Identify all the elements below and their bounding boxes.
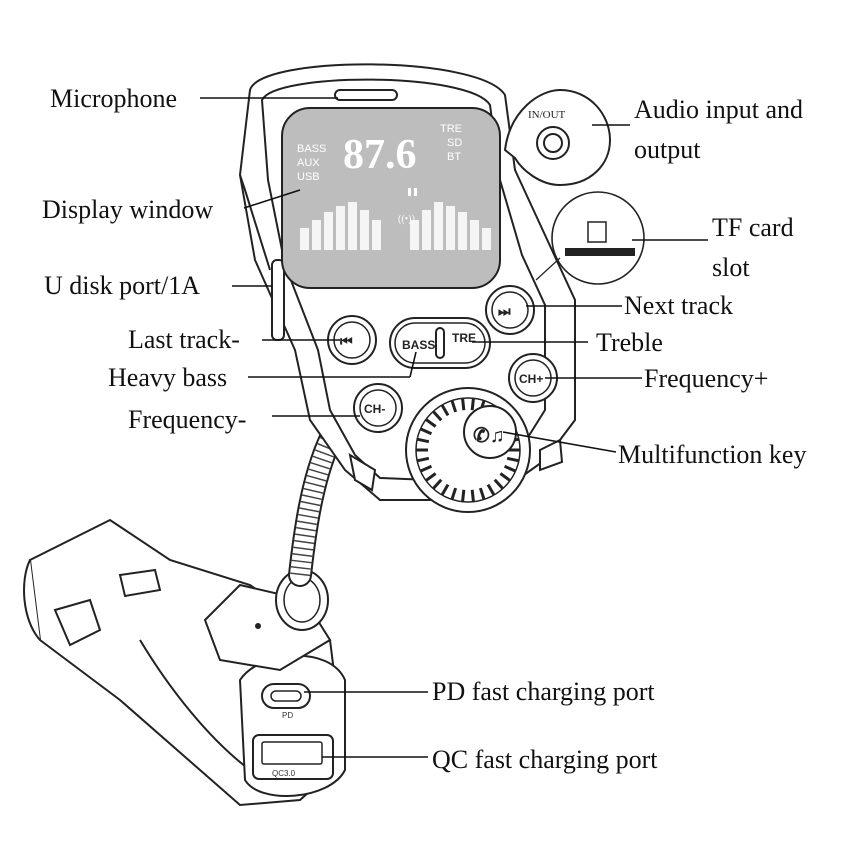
next-track-button: ⏭ <box>485 285 535 335</box>
qc-port: QC3.0 <box>252 734 334 780</box>
knob-rib <box>499 472 511 482</box>
knob-rib <box>425 418 437 428</box>
last-track-button: ⏮ <box>327 315 377 365</box>
label-pd-fast-charging: PD fast charging port <box>432 677 655 706</box>
label-frequency-plus: Frequency+ <box>644 364 768 393</box>
display-bass-indicator: BASS <box>297 143 326 155</box>
treble-button-label: TRE <box>452 331 476 345</box>
knob-rib <box>440 483 450 496</box>
knob-rib <box>450 487 458 500</box>
knob-rib <box>416 456 430 463</box>
equalizer-bar <box>336 206 345 250</box>
label-next-track: Next track <box>624 291 733 320</box>
knob-rib <box>503 464 517 473</box>
equalizer-bar <box>360 210 369 250</box>
equalizer-bar <box>434 202 443 250</box>
display-bt-indicator: BT <box>447 151 461 163</box>
knob-rib <box>478 487 486 500</box>
label-audio-io-line2: output <box>634 135 701 164</box>
multifunction-knob: ✆♫ <box>405 387 531 513</box>
signal-icon: ((•)) <box>398 214 415 225</box>
knob-rib <box>470 398 475 411</box>
label-treble: Treble <box>596 328 663 357</box>
next-icon: ⏭ <box>498 305 511 320</box>
in-out-marking: IN/OUT <box>528 109 566 121</box>
equalizer-bar <box>348 202 357 250</box>
swivel-joint <box>203 569 332 672</box>
display-aux-indicator: AUX <box>297 157 320 169</box>
previous-icon: ⏮ <box>340 335 353 350</box>
equalizer-bar <box>470 220 479 250</box>
callout-labels: Microphone Display window U disk port/1A… <box>42 84 806 774</box>
leader-lines <box>200 97 708 758</box>
knob-rib <box>416 437 430 444</box>
equalizer-bar <box>324 212 333 250</box>
label-last-track: Last track- <box>128 325 240 354</box>
label-heavy-bass: Heavy bass <box>108 363 227 392</box>
knob-rib <box>432 478 443 490</box>
equalizer-bar <box>312 220 321 250</box>
label-multifunction-key: Multifunction key <box>618 440 806 469</box>
equalizer-bar <box>446 206 455 250</box>
knob-rib <box>419 427 433 436</box>
display-frequency: 87.6 <box>343 132 417 178</box>
display-sd-indicator: SD <box>447 137 462 149</box>
ch-plus-label: CH+ <box>519 372 543 386</box>
gooseneck <box>288 428 342 587</box>
audio-jack-callout: IN/OUT <box>503 88 612 187</box>
display-tre-indicator: TRE <box>440 123 462 135</box>
knob-rib <box>432 410 443 422</box>
tf-card-callout <box>535 191 645 285</box>
equalizer-bars <box>300 202 491 250</box>
label-display-window: Display window <box>42 195 213 224</box>
knob-rib <box>486 483 496 496</box>
label-audio-io-line1: Audio input and <box>634 95 803 124</box>
phone-music-icon: ✆♫ <box>473 425 505 447</box>
bass-button-label: BASS <box>402 338 435 352</box>
knob-rib <box>461 489 466 502</box>
knob-rib <box>461 398 466 411</box>
label-tf-card-line1: TF card <box>712 213 794 242</box>
ch-minus-label: CH- <box>364 402 385 416</box>
knob-rib <box>450 400 458 413</box>
display-window: 87.6 BASS AUX USB TRE SD BT ((•)) <box>281 107 501 289</box>
pd-port: PD <box>261 683 311 720</box>
label-frequency-minus: Frequency- <box>128 405 246 434</box>
display-usb-indicator: USB <box>297 171 320 183</box>
knob-rib <box>440 404 450 417</box>
equalizer-bar <box>372 220 381 250</box>
knob-rib <box>506 456 520 463</box>
equalizer-bar <box>300 228 309 250</box>
knob-rib <box>419 464 433 473</box>
microphone-slot <box>334 89 398 101</box>
equalizer-bar <box>422 210 431 250</box>
ch-minus-button: CH- <box>353 383 403 433</box>
equalizer-bar <box>410 220 419 250</box>
knob-rib <box>425 472 437 482</box>
qc-port-marking: QC3.0 <box>272 769 296 778</box>
pd-port-marking: PD <box>282 711 293 720</box>
label-tf-card-line2: slot <box>712 253 750 282</box>
equalizer-bar <box>458 212 467 250</box>
bass-treble-rocker: BASS TRE <box>389 317 491 369</box>
label-qc-fast-charging: QC fast charging port <box>432 745 658 774</box>
knob-rib <box>470 489 475 502</box>
label-u-disk-port: U disk port/1A <box>44 271 200 300</box>
knob-rib <box>493 478 504 490</box>
label-microphone: Microphone <box>50 84 177 113</box>
equalizer-bar <box>482 228 491 250</box>
